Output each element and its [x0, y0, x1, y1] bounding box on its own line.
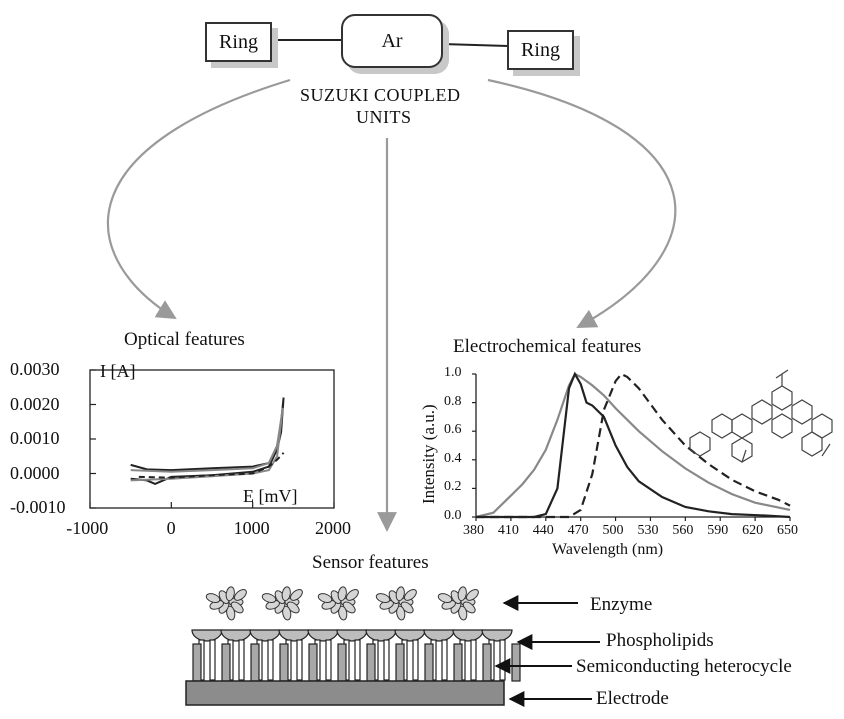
optical-chart	[89, 369, 335, 509]
ec-series-1	[476, 371, 791, 519]
ec-ytick-label: 0.2	[444, 479, 462, 495]
semiconducting-pillar	[395, 643, 405, 682]
phospholipid-head	[481, 629, 513, 642]
semiconducting-pillar	[337, 643, 347, 682]
ec-series-2	[476, 372, 791, 519]
enzyme-label: Enzyme	[590, 594, 653, 615]
ec-xtick-label: 410	[497, 523, 519, 538]
semiconducting-pillar	[250, 643, 260, 682]
ec-xtick-label: 440	[532, 523, 554, 538]
semiconducting-pillar	[192, 643, 202, 682]
ring-box-right: Ring	[507, 30, 574, 70]
optical-xtick-label: 0	[166, 518, 176, 538]
enzyme-protein-icon	[317, 586, 359, 621]
sensor-features-title: Sensor features	[312, 552, 429, 573]
phospholipid-head	[278, 629, 310, 642]
semiconducting-pillar	[221, 643, 231, 682]
caption-line1: SUZUKI COUPLED	[300, 85, 461, 105]
molecule-structure-illustration	[689, 369, 833, 463]
phospholipid-head	[423, 629, 455, 642]
ec-xtick-label: 530	[637, 523, 659, 538]
caption-line2: UNITS	[356, 107, 412, 127]
phospholipid-head	[336, 629, 368, 642]
enzyme-protein-icon	[375, 586, 417, 621]
semiconducting-pillar	[279, 643, 289, 682]
optical-xtick-label: -1000	[66, 518, 109, 538]
ar-label: Ar	[381, 29, 403, 52]
ring-right-label: Ring	[521, 38, 560, 61]
lipid-tail	[296, 639, 303, 681]
lipid-tail	[354, 639, 361, 681]
semiconducting-pillar	[482, 643, 492, 682]
arrow-to-electrochemical	[487, 78, 677, 328]
lipid-tail	[470, 639, 477, 681]
optical-series-2	[138, 452, 285, 479]
ec-ytick-label: 0.0	[444, 508, 462, 523]
ring-left-label: Ring	[219, 30, 258, 53]
semiconducting-pillar	[424, 643, 434, 682]
lipid-tail	[499, 639, 506, 681]
lipid-tail	[441, 639, 448, 681]
electrode-label: Electrode	[596, 688, 669, 709]
optical-ytick-label: 0.0020	[10, 393, 60, 414]
electrochemical-features-title: Electrochemical features	[453, 336, 642, 357]
lipid-tail	[209, 639, 216, 681]
enzyme-layer	[205, 586, 479, 621]
optical-xtick-label: 1000	[233, 518, 270, 538]
optical-features-title: Optical features	[124, 329, 245, 350]
ec-xtick-label: 650	[777, 523, 798, 538]
optical-xtick-label: 2000	[315, 518, 351, 538]
ec-xlabel: Wavelength (nm)	[552, 541, 664, 558]
electrochemical-chart	[472, 371, 791, 521]
enzyme-protein-icon	[437, 586, 479, 621]
phospholipid-head	[249, 629, 281, 642]
ec-series-0	[475, 372, 791, 519]
ec-ylabel: Intensity (a.u.)	[419, 404, 438, 504]
lipid-tail	[412, 639, 419, 681]
optical-xlabel: E [mV]	[243, 486, 298, 506]
optical-ytick-label: 0.0030	[10, 359, 60, 379]
semiconducting-pillar	[453, 643, 463, 682]
electrode-slab	[185, 680, 505, 706]
semiconducting-pillar	[511, 643, 521, 682]
lipid-tail	[383, 639, 390, 681]
optical-ylabel: I [A]	[100, 361, 136, 381]
ec-xtick-label: 470	[567, 523, 589, 538]
ec-ytick-label: 0.8	[444, 393, 462, 409]
lipid-tail	[238, 639, 245, 681]
ec-xtick-label: 560	[672, 523, 694, 538]
ec-xtick-label: 590	[707, 523, 729, 538]
phospholipids-label: Phospholipids	[606, 630, 714, 651]
phospholipid-head	[365, 629, 397, 642]
semiconducting-pillar	[366, 643, 376, 682]
lipid-tail	[325, 639, 332, 681]
phospholipid-head	[307, 629, 339, 642]
optical-ytick-label: 0.0000	[10, 462, 60, 483]
ec-xtick-label: 380	[463, 523, 484, 538]
ec-ytick-label: 0.4	[444, 450, 462, 466]
ec-ytick-label: 0.6	[444, 422, 462, 438]
optical-series-1	[130, 407, 284, 482]
phospholipid-head	[452, 629, 484, 642]
connector-right	[441, 43, 509, 47]
ec-ytick-label: 1.0	[444, 365, 462, 380]
phospholipid-head	[220, 629, 252, 642]
ec-xtick-label: 620	[742, 523, 764, 538]
semiconducting-heterocycle-label: Semiconducting heterocycle	[576, 656, 792, 677]
enzyme-protein-icon	[261, 586, 303, 621]
semiconducting-pillar	[308, 643, 318, 682]
ar-box: Ar	[341, 14, 443, 68]
phospholipid-layer	[191, 629, 521, 682]
ring-box-left: Ring	[205, 22, 272, 62]
phospholipid-head	[191, 629, 223, 642]
lipid-tail	[267, 639, 274, 681]
enzyme-protein-icon	[205, 586, 247, 621]
arrow-to-optical	[106, 78, 291, 320]
optical-ytick-label: 0.0010	[10, 428, 60, 448]
phospholipid-head	[394, 629, 426, 642]
optical-ytick-label: -0.0010	[10, 497, 66, 517]
ec-xtick-label: 500	[602, 523, 624, 538]
